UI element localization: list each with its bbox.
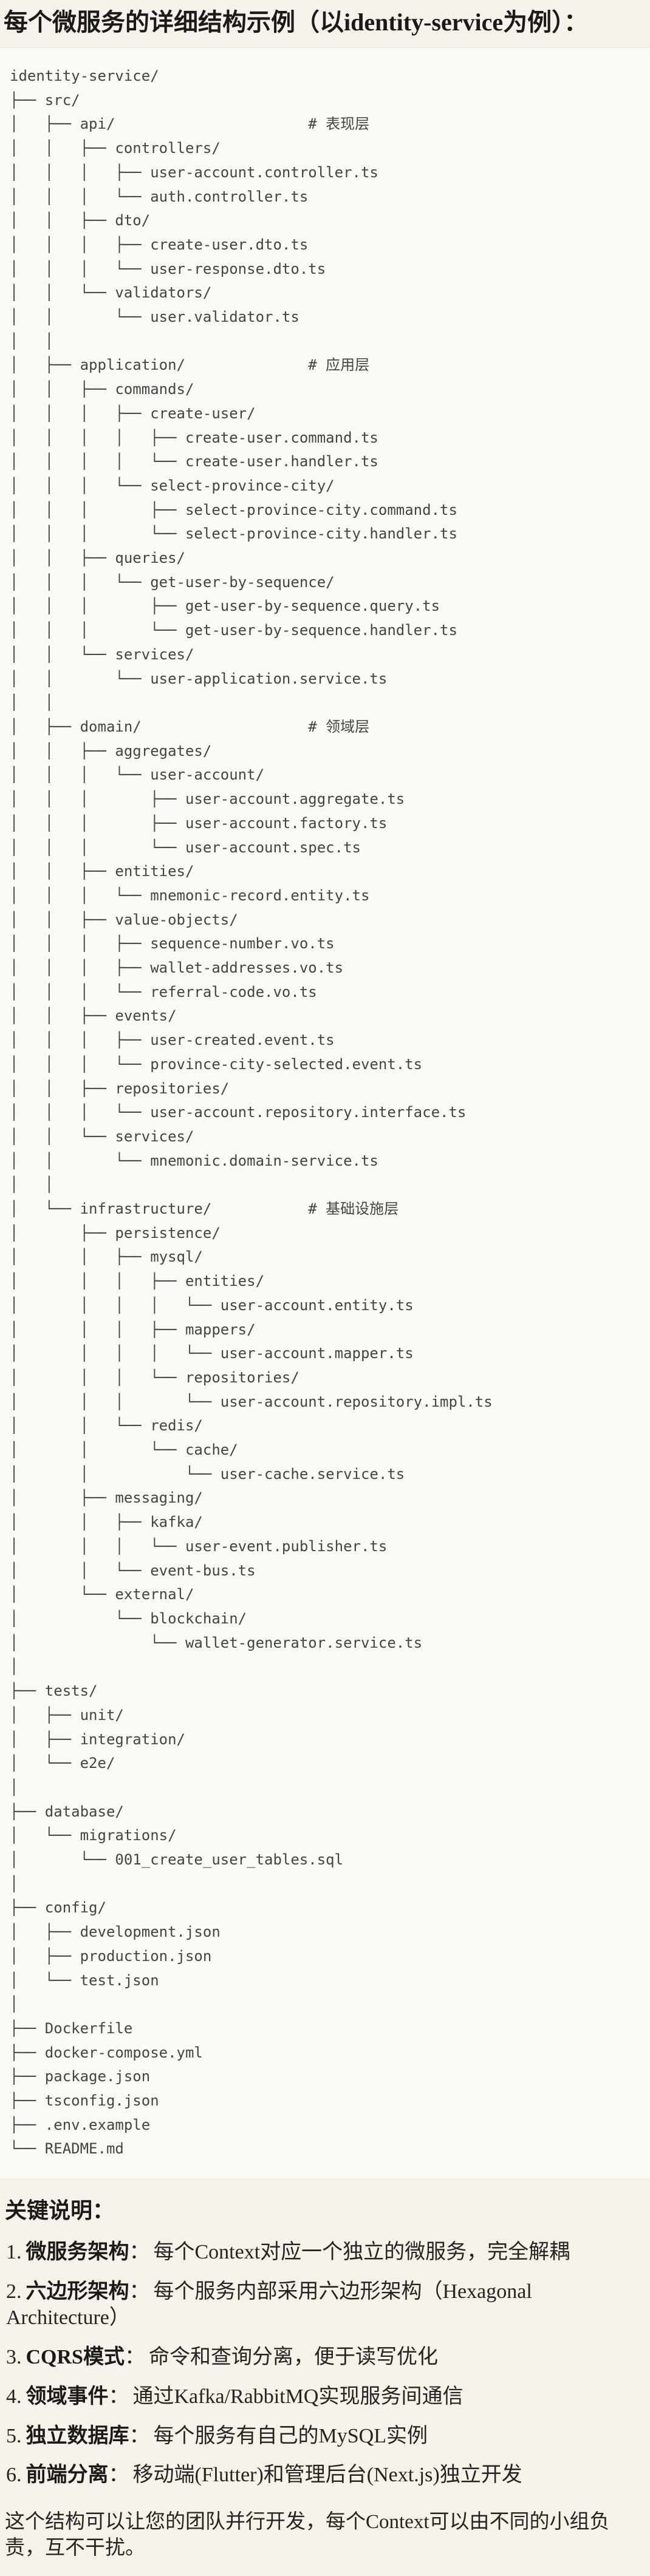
list-item-separator: ： [124, 2345, 145, 2368]
directory-tree: identity-service/ ├── src/ │ ├── api/ # … [10, 67, 493, 2158]
list-item-number: 3. [6, 2345, 22, 2368]
list-item-separator: ： [129, 2280, 150, 2303]
list-item-label: 领域事件 [26, 2385, 109, 2408]
list-item-number: 5. [6, 2424, 22, 2447]
list-item-label: 独立数据库 [26, 2424, 129, 2447]
key-notes-section: 关键说明： 1.微服务架构：每个Context对应一个独立的微服务，完全解耦 2… [0, 2198, 650, 2576]
list-item: 6.前端分离：移动端(Flutter)和管理后台(Next.js)独立开发 [6, 2462, 644, 2489]
directory-tree-code-block: identity-service/ ├── src/ │ ├── api/ # … [0, 47, 650, 2180]
page-title: 每个微服务的详细结构示例（以identity-service为例）： [4, 8, 589, 36]
document-body: 每个微服务的详细结构示例（以identity-service为例）： ident… [0, 7, 650, 2576]
list-item-text: 移动端(Flutter)和管理后台(Next.js)独立开发 [132, 2464, 522, 2487]
list-item-text: 每个服务有自己的MySQL实例 [153, 2424, 428, 2447]
key-notes-list: 1.微服务架构：每个Context对应一个独立的微服务，完全解耦 2.六边形架构… [5, 2240, 644, 2489]
list-item-text: 每个Context对应一个独立的微服务，完全解耦 [153, 2241, 570, 2264]
list-item-label: CQRS模式 [26, 2345, 125, 2368]
list-item-number: 2. [6, 2280, 22, 2303]
list-item: 2.六边形架构：每个服务内部采用六边形架构（Hexagonal Architec… [6, 2279, 644, 2331]
list-item-separator: ： [129, 2424, 150, 2447]
closing-paragraph: 这个结构可以让您的团队并行开发，每个Context可以由不同的小组负责，互不干扰… [5, 2511, 610, 2560]
list-item-number: 6. [6, 2464, 22, 2487]
list-item-separator: ： [108, 2385, 129, 2408]
list-item: 5.独立数据库：每个服务有自己的MySQL实例 [6, 2424, 644, 2450]
list-item-separator: ： [129, 2241, 150, 2264]
list-item-label: 六边形架构 [26, 2280, 129, 2303]
list-item-number: 4. [6, 2385, 22, 2408]
list-item-text: 每个服务内部采用六边形架构（Hexagonal Architecture） [6, 2280, 532, 2330]
list-item: 4.领域事件：通过Kafka/RabbitMQ实现服务间通信 [6, 2384, 644, 2410]
list-item-label: 微服务架构 [26, 2241, 129, 2264]
key-notes-heading: 关键说明： [5, 2198, 115, 2223]
list-item-text: 命令和查询分离，便于读写优化 [148, 2345, 438, 2368]
list-item: 1.微服务架构：每个Context对应一个独立的微服务，完全解耦 [6, 2240, 644, 2266]
list-item: 3.CQRS模式：命令和查询分离，便于读写优化 [6, 2345, 644, 2371]
list-item-text: 通过Kafka/RabbitMQ实现服务间通信 [132, 2385, 464, 2408]
list-item-label: 前端分离 [26, 2464, 109, 2487]
list-item-number: 1. [6, 2241, 22, 2264]
list-item-separator: ： [108, 2464, 129, 2487]
